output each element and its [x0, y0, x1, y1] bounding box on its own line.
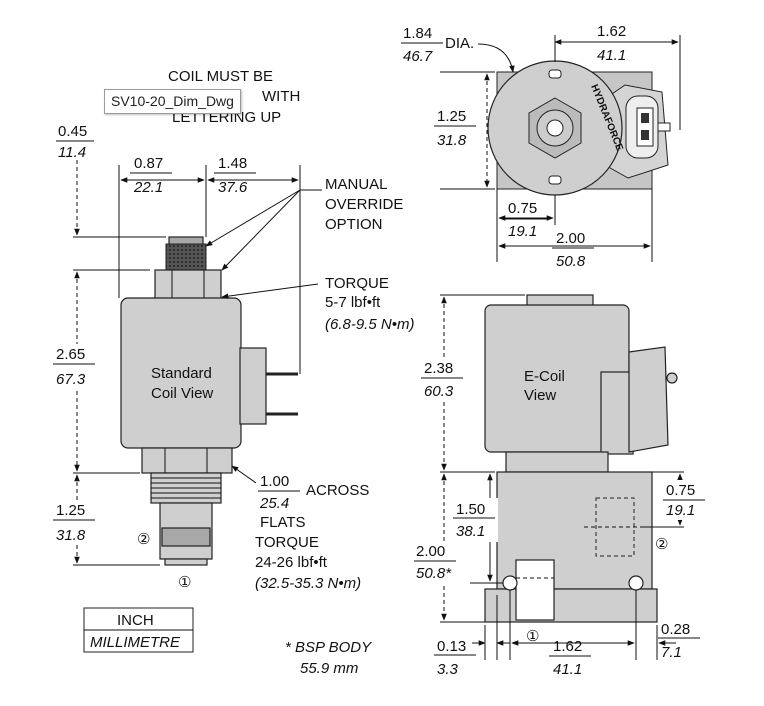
coil-note-line1: COIL MUST BE: [168, 68, 273, 85]
dim-265-inch: 2.65: [56, 346, 85, 363]
unit-mm: MILLIMETRE: [90, 634, 181, 651]
unit-inch: INCH: [117, 612, 154, 629]
dim-028-inch: 0.28: [661, 621, 690, 638]
dim-075-right-inch: 0.75: [666, 482, 695, 499]
dim-238-inch: 2.38: [424, 360, 453, 377]
dim-148-inch: 1.48: [218, 155, 247, 172]
filename-tooltip: SV10-20_Dim_Dwg: [104, 89, 241, 114]
coil-note-line2: WITH: [262, 88, 300, 105]
dim-075-top-mm: 19.1: [508, 223, 537, 240]
dim-184-inch: 1.84: [403, 25, 432, 42]
torque-top-1: TORQUE: [325, 275, 389, 292]
dim-125-top-inch: 1.25: [437, 108, 466, 125]
dim-200-left-mm: 50.8*: [416, 565, 452, 582]
override-note-2: OVERRIDE: [325, 196, 403, 213]
standard-coil-label-1: Standard: [151, 365, 212, 382]
torque-top-3: (6.8-9.5 N•m): [325, 316, 414, 333]
torque-top-2: 5-7 lbf•ft: [325, 294, 381, 311]
dim-013-mm: 3.3: [437, 661, 459, 678]
dim-238-mm: 60.3: [424, 383, 454, 400]
dim-045-inch: 0.45: [58, 123, 87, 140]
dim-075-right-mm: 19.1: [666, 502, 695, 519]
bsp-note-2: 55.9 mm: [300, 660, 358, 677]
torque-bottom-1: TORQUE: [255, 534, 319, 551]
standard-coil-view: [120, 236, 298, 566]
dim-162-bottom-inch: 1.62: [553, 638, 582, 655]
port-1-right: ①: [526, 628, 539, 645]
dim-087-mm: 22.1: [133, 179, 163, 196]
dim-148-mm: 37.6: [218, 179, 248, 196]
dim-100-inch: 1.00: [260, 473, 289, 490]
dim-200-left-inch: 2.00: [416, 543, 445, 560]
bsp-note-1: * BSP BODY: [285, 639, 372, 656]
dia-label: DIA.: [445, 35, 474, 52]
dim-013-inch: 0.13: [437, 638, 466, 655]
dim-162-top-mm: 41.1: [597, 47, 626, 64]
dim-150-mm: 38.1: [456, 523, 485, 540]
dim-028-mm: 7.1: [661, 644, 682, 661]
dim-125-left-inch: 1.25: [56, 502, 85, 519]
port-1-left: ①: [178, 574, 191, 591]
dim-075-top-inch: 0.75: [508, 200, 537, 217]
dim-125-top-mm: 31.8: [437, 132, 467, 149]
dim-265-mm: 67.3: [56, 371, 86, 388]
flats-label: FLATS: [260, 514, 306, 531]
dim-184-mm: 46.7: [403, 48, 433, 65]
dim-162-top-inch: 1.62: [597, 23, 626, 40]
dim-100-mm: 25.4: [259, 495, 289, 512]
e-coil-label-1: E-Coil: [524, 368, 565, 385]
e-coil-label-2: View: [524, 387, 556, 404]
across-label: ACROSS: [306, 482, 369, 499]
dim-125-left-mm: 31.8: [56, 527, 86, 544]
e-coil-view: [484, 294, 678, 623]
override-note-1: MANUAL: [325, 176, 388, 193]
torque-bottom-3: (32.5-35.3 N•m): [255, 575, 361, 592]
torque-bottom-2: 24-26 lbf•ft: [255, 554, 328, 571]
dim-087-inch: 0.87: [134, 155, 163, 172]
coil-end-view: [487, 60, 671, 196]
dim-200-top-inch: 2.00: [556, 230, 585, 247]
dim-162-bottom-mm: 41.1: [553, 661, 582, 678]
port-2-left: ②: [137, 531, 150, 548]
override-note-3: OPTION: [325, 216, 383, 233]
dim-045-mm: 11.4: [58, 144, 86, 161]
standard-coil-label-2: Coil View: [151, 385, 213, 402]
dim-150-inch: 1.50: [456, 501, 485, 518]
port-2-right: ②: [655, 536, 668, 553]
dim-200-top-mm: 50.8: [556, 253, 586, 270]
